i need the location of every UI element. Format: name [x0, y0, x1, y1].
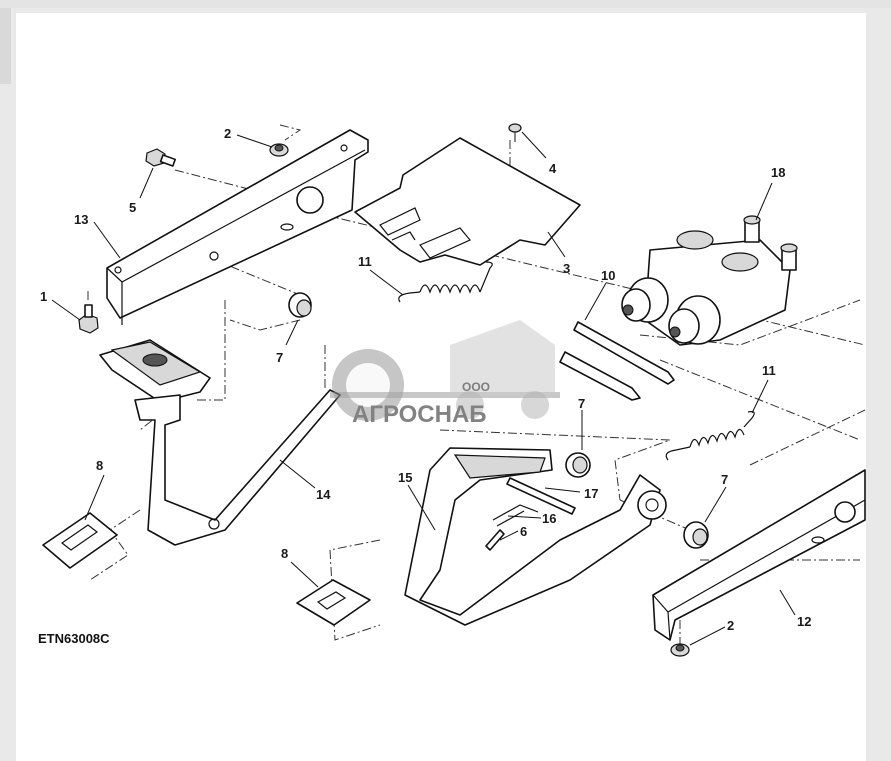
callout-3: 3 — [563, 261, 570, 276]
callout-10: 10 — [601, 268, 615, 283]
callout-16: 16 — [542, 511, 556, 526]
diagram-card: ООО АГРОСНАБ 2 5 13 1 4 3 18 10 — [16, 13, 866, 761]
rods-10 — [559, 321, 675, 401]
callout-15: 15 — [398, 470, 412, 485]
leader-lines — [51, 131, 796, 646]
exploded-parts-diagram: ООО АГРОСНАБ 2 5 13 1 4 3 18 10 — [38, 123, 866, 657]
callout-6: 6 — [520, 524, 527, 539]
bushing-7-a — [288, 292, 312, 318]
nut-2-top — [269, 143, 289, 157]
pedal-pad-8-middle — [296, 579, 371, 626]
figure-code: ETN63008C — [38, 631, 110, 646]
callout-12: 12 — [797, 614, 811, 629]
callout-18: 18 — [771, 165, 785, 180]
callout-8-middle: 8 — [281, 546, 288, 561]
support-bracket-12 — [652, 469, 866, 641]
callout-14: 14 — [316, 487, 331, 502]
callout-11-right: 11 — [762, 363, 776, 378]
callout-8-left: 8 — [96, 458, 103, 473]
mounting-bracket-13 — [106, 129, 369, 325]
callout-7-c: 7 — [721, 472, 728, 487]
spring-pin-16 — [492, 504, 539, 527]
bolt-1 — [78, 304, 99, 334]
callout-2-top: 2 — [224, 126, 231, 141]
watermark-name: АГРОСНАБ — [352, 401, 487, 428]
screw-4 — [508, 123, 522, 142]
watermark-prefix: ООО — [462, 380, 490, 394]
callout-4: 4 — [549, 161, 557, 176]
callout-1: 1 — [40, 289, 47, 304]
bushing-7-b — [565, 452, 591, 478]
valve-assembly-18 — [621, 215, 798, 346]
callout-7-a: 7 — [276, 350, 283, 365]
watermark: ООО АГРОСНАБ — [330, 320, 560, 428]
callout-labels: 2 5 13 1 4 3 18 10 11 11 7 7 7 8 8 14 15… — [40, 126, 811, 633]
callout-2-bottom: 2 — [727, 618, 734, 633]
pedal-pad-8-left — [42, 512, 118, 569]
shaft-17 — [506, 477, 576, 515]
pedal-arm-15 — [404, 447, 667, 626]
spring-11-right — [665, 411, 755, 461]
callout-5: 5 — [129, 200, 136, 215]
callout-7-b: 7 — [578, 396, 585, 411]
callout-13: 13 — [74, 212, 88, 227]
nut-2-bottom — [670, 643, 690, 657]
spring-11-top — [398, 261, 493, 303]
brake-pedal-14 — [99, 339, 341, 546]
bolt-5 — [145, 148, 177, 167]
bushing-7-c — [683, 521, 709, 549]
left-panel-edge — [0, 8, 11, 84]
pin-6 — [485, 529, 505, 551]
top-bar — [0, 0, 891, 8]
callout-17: 17 — [584, 486, 598, 501]
cover-plate-3 — [354, 137, 581, 266]
callout-11-top: 11 — [358, 254, 372, 269]
